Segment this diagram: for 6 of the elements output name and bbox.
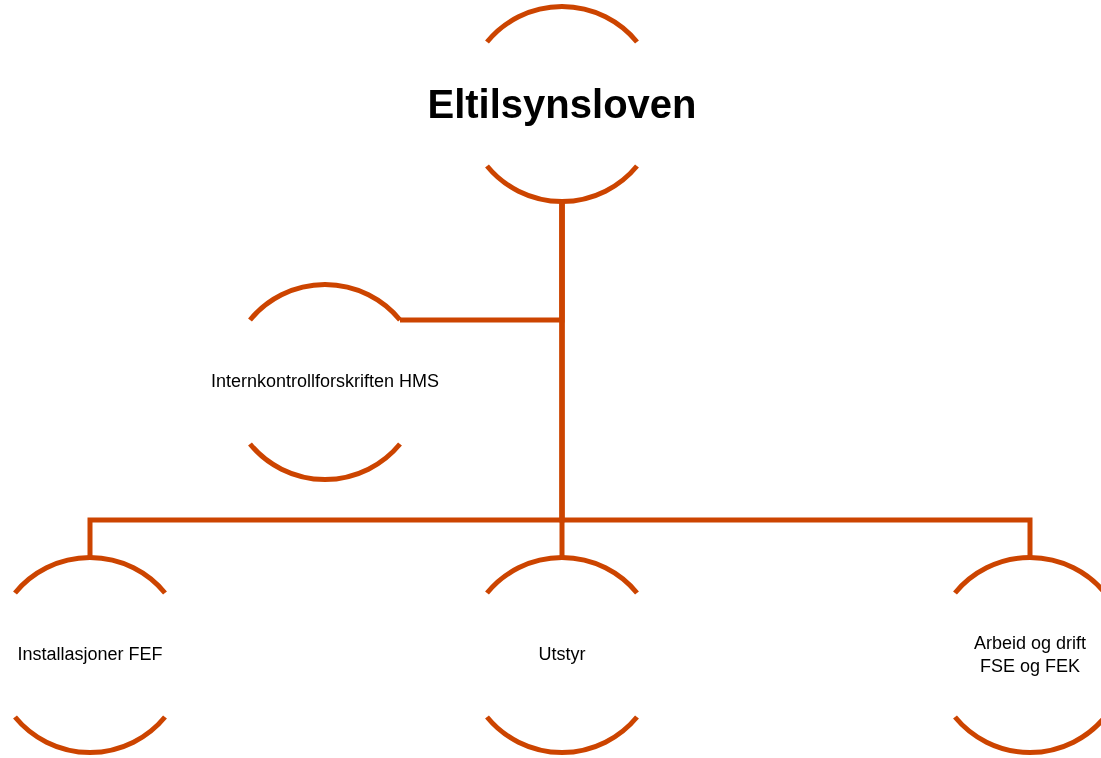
node-label: Arbeid og drift FSE og FEK: [972, 631, 1088, 678]
node-label: Utstyr: [538, 643, 586, 667]
node-label: Eltilsynsloven: [427, 81, 697, 128]
connector-line: [559, 201, 1033, 558]
node-label: Internkontrollforskriften HMS: [210, 370, 440, 394]
node-label: Installasjoner FEF: [17, 643, 163, 667]
